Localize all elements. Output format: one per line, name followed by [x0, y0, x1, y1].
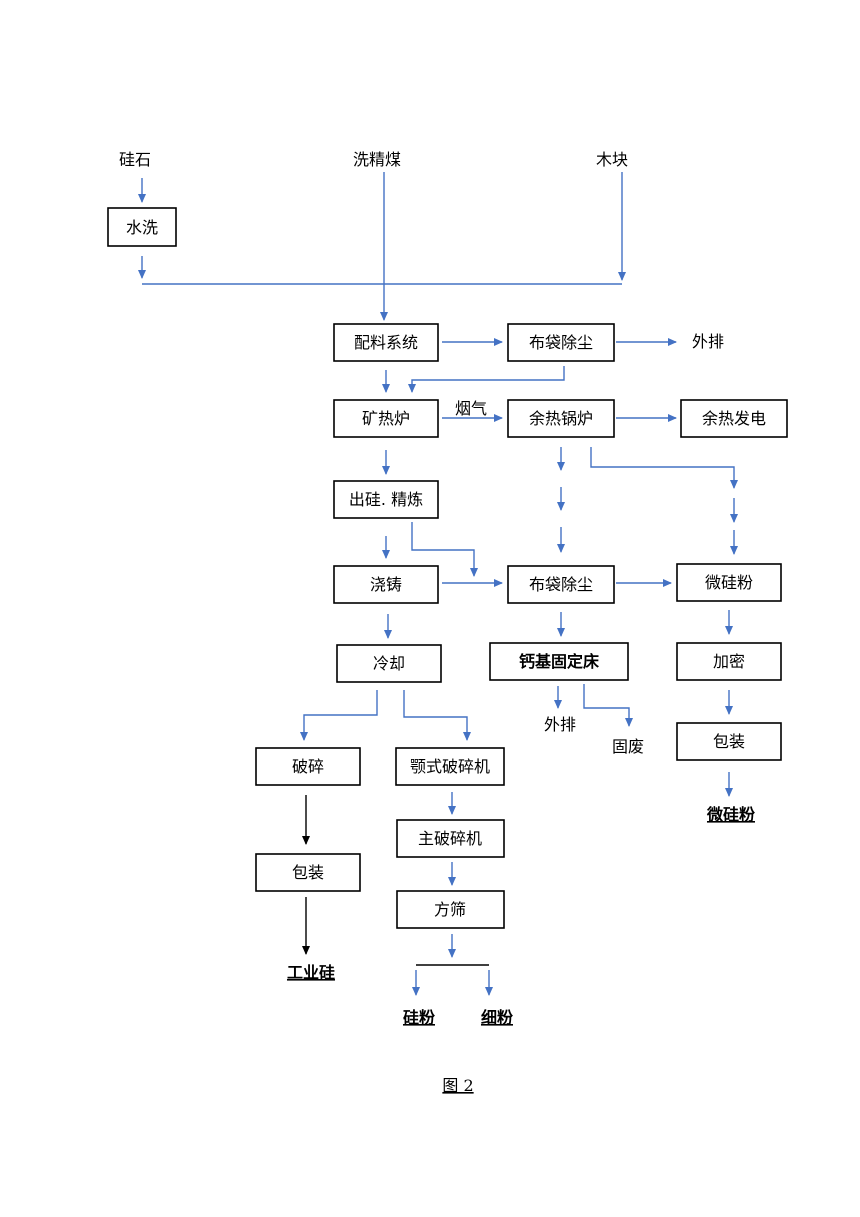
box-calcium-fixed-bed	[489, 642, 629, 681]
box-submerged-arc-furnace	[333, 399, 439, 438]
box-jaw-crusher	[395, 747, 505, 786]
box-tapping-refining	[333, 480, 439, 519]
label-emission-bottom: 外排	[544, 715, 576, 734]
label-cooling: 冷却	[373, 654, 405, 673]
product-fine-powder: 细粉	[481, 1008, 513, 1027]
box-batching-system	[333, 323, 439, 362]
box-baghouse-mid	[507, 565, 615, 604]
label-crushing: 破碎	[292, 757, 324, 776]
label-jaw-crusher: 颚式破碎机	[410, 757, 490, 776]
arrow-fixed-bed-to-solid-waste	[583, 684, 633, 727]
box-crushing	[255, 747, 361, 786]
product-silicon-powder: 硅粉	[403, 1008, 435, 1027]
label-calcium-fixed-bed: 钙基固定床	[519, 652, 600, 671]
arrow-baghouse-return	[408, 366, 565, 393]
label-waste-heat-boiler: 余热锅炉	[529, 409, 593, 428]
box-main-crusher	[396, 819, 505, 858]
figure-caption: 图 2	[442, 1076, 473, 1095]
arrow-boiler-to-right-branch	[590, 447, 738, 489]
label-water-wash: 水洗	[126, 218, 158, 237]
arrow-tapping-to-baghouse	[411, 522, 478, 577]
product-micro-silica: 微硅粉	[706, 805, 755, 824]
label-solid-waste: 固废	[612, 737, 644, 756]
arrow-cooling-to-jaw-crusher	[403, 690, 471, 741]
box-densify	[676, 642, 782, 681]
label-tapping-refining: 出硅. 精炼	[349, 490, 423, 509]
label-densify: 加密	[713, 652, 745, 671]
label-emission-top: 外排	[692, 332, 724, 351]
box-waste-heat-power	[680, 399, 788, 438]
label-square-screen: 方筛	[434, 900, 466, 919]
box-water-wash	[107, 207, 177, 247]
input-washed-coal: 洗精煤	[353, 150, 401, 169]
box-packing-right	[676, 722, 782, 761]
product-industrial-silicon: 工业硅	[287, 963, 335, 982]
label-furnace: 矿热炉	[362, 409, 410, 428]
input-silica-stone: 硅石	[119, 150, 151, 169]
label-waste-heat-power: 余热发电	[702, 409, 766, 428]
label-casting: 浇铸	[370, 575, 402, 594]
label-batching-system: 配料系统	[354, 333, 418, 352]
label-micro-silica: 微硅粉	[705, 573, 753, 592]
label-baghouse-mid: 布袋除尘	[529, 575, 593, 594]
box-micro-silica	[676, 563, 782, 602]
label-main-crusher: 主破碎机	[418, 829, 482, 848]
label-flue-gas: 烟气	[455, 399, 487, 418]
box-casting	[333, 565, 439, 604]
label-packing-left: 包装	[292, 863, 324, 882]
box-cooling	[336, 644, 442, 683]
box-waste-heat-boiler	[507, 399, 615, 438]
box-baghouse-top	[507, 323, 615, 362]
box-packing-left	[255, 853, 361, 892]
input-wood-chips: 木块	[596, 150, 628, 169]
label-baghouse-top: 布袋除尘	[529, 333, 593, 352]
box-square-screen	[396, 890, 505, 929]
arrow-cooling-to-crushing	[300, 690, 378, 741]
label-packing-right: 包装	[713, 732, 745, 751]
